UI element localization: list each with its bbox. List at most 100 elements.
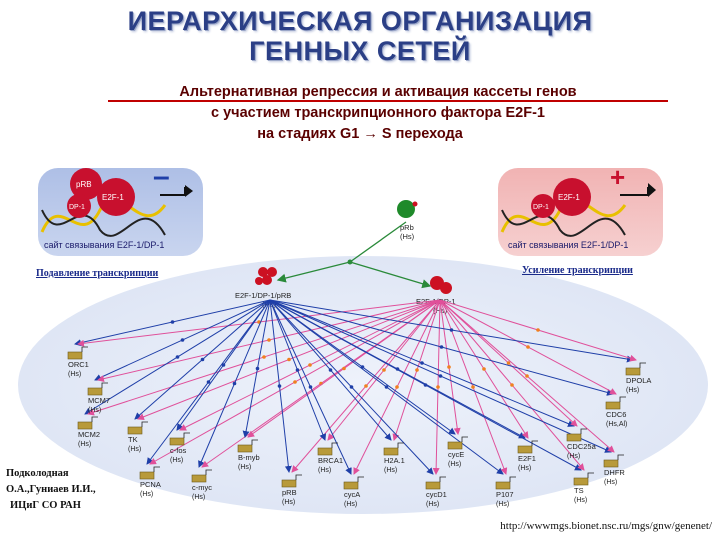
activation-edge-dot xyxy=(510,383,514,387)
gene-species: (Hs) xyxy=(448,461,461,468)
gene-species: (Hs) xyxy=(140,491,153,498)
activation-edge-dot xyxy=(308,363,312,367)
activation-edge-dot xyxy=(436,385,440,389)
repression-edge-dot xyxy=(420,361,424,365)
gene-species: (Hs) xyxy=(626,387,639,394)
repression-edge-dot xyxy=(309,385,313,389)
activation-edge-dot xyxy=(267,338,271,342)
gene-name: cycD1 xyxy=(426,490,447,499)
activation-complex-node xyxy=(430,276,452,294)
gene-species: (Hs) xyxy=(282,499,295,506)
repression-state-label: Подавление транскрипции xyxy=(36,268,158,279)
repression-edge-dot xyxy=(278,384,282,388)
gene-species: (Hs) xyxy=(426,501,439,508)
gene-name: DPOLA xyxy=(626,376,651,385)
prb-node-species: (Hs) xyxy=(400,232,415,241)
label-dp1: DP-1 xyxy=(69,204,85,211)
gene-name: c-fos xyxy=(170,446,187,455)
gene-species: (Hs) xyxy=(604,479,617,486)
gene-name: E2F1 xyxy=(518,454,536,463)
gene-name: MCM2 xyxy=(78,430,100,439)
gene-node-pcna: PCNA(Hs) xyxy=(140,467,161,498)
prb-green-node xyxy=(397,200,415,218)
activation-edge-dot xyxy=(395,385,399,389)
activation-edge-dot xyxy=(507,361,511,365)
gene-species: (Hs) xyxy=(567,453,580,460)
repression-edge-dot xyxy=(439,374,443,378)
gene-node-cyca: cycA(Hs) xyxy=(344,477,364,508)
gene-name: cycE xyxy=(448,450,464,459)
gene-node-cycd1: cycD1 (Hs) xyxy=(426,477,447,508)
repression-edge-dot xyxy=(201,358,205,362)
plus-sign: + xyxy=(610,162,625,192)
activation-edge-dot xyxy=(526,345,530,349)
activation-edge-dot xyxy=(536,328,540,332)
author-line2: О.А.,Гуниаев И.И., xyxy=(6,484,96,495)
gene-node-e2f1: E2F1 (Hs) xyxy=(518,441,538,472)
gene-name: BRCA1 xyxy=(318,456,343,465)
repression-complex-label: E2F-1/DP-1/pRB xyxy=(235,291,291,300)
gene-node-ts: TS(Hs) xyxy=(574,473,594,504)
gene-name: MCM7 xyxy=(88,396,110,405)
gene-name: P107 xyxy=(496,490,514,499)
repression-edge-dot xyxy=(440,345,444,349)
activation-state-label: Усиление транскрипции xyxy=(522,265,633,276)
activation-edge-dot xyxy=(382,368,386,372)
repression-edge-dot xyxy=(296,368,300,372)
repression-complex-node xyxy=(255,267,277,285)
gene-node-dpola: DPOLA (Hs) xyxy=(626,363,651,394)
gene-name: DHFR xyxy=(604,468,625,477)
repression-edge-dot xyxy=(385,385,389,389)
gene-name: c-myc xyxy=(192,483,212,492)
gene-species: (Hs) xyxy=(518,465,531,472)
label-prb: pRB xyxy=(76,180,92,189)
gene-species: (Hs) xyxy=(68,371,81,378)
label-dp1-right: DP-1 xyxy=(533,204,549,211)
label-e2f1: E2F-1 xyxy=(102,193,124,202)
activation-edge-dot xyxy=(262,355,266,359)
gene-species: (Hs) xyxy=(238,464,251,471)
activation-edge-dot xyxy=(525,374,529,378)
gene-node-mcm2: MCM2(Hs) xyxy=(78,417,100,448)
gene-species: (Hs) xyxy=(192,494,205,501)
repression-edge-dot xyxy=(350,385,354,389)
author-line3: ИЦиГ СО РАН xyxy=(10,500,81,511)
gene-name: CDC6 xyxy=(606,410,626,419)
gene-name: ORC1 xyxy=(68,360,89,369)
minus-sign: – xyxy=(153,160,170,193)
activation-edge-dot xyxy=(415,368,419,372)
gene-species: (Hs) xyxy=(170,457,183,464)
gene-species: (Hs,Al) xyxy=(606,421,627,428)
gene-name: H2A.1 xyxy=(384,456,405,465)
gene-node-b-myb: B-myb(Hs) xyxy=(238,440,260,471)
source-url[interactable]: http://wwwmgs.bionet.nsc.ru/mgs/gnw/gene… xyxy=(500,520,712,532)
gene-name: CDC25a xyxy=(567,442,597,451)
repression-edge-dot xyxy=(329,368,333,372)
repression-edge-dot xyxy=(176,355,180,359)
gene-node-dhfr: DHFR (Hs) xyxy=(604,455,625,486)
gene-species: (Hs) xyxy=(318,467,331,474)
gene-node-orc1: ORC1 (Hs) xyxy=(68,347,89,378)
repression-edge-dot xyxy=(256,367,260,371)
gene-species: (Hs) xyxy=(384,467,397,474)
activation-edge-dot xyxy=(471,385,475,389)
gene-name: cycA xyxy=(344,490,360,499)
author-line1: Подколодная xyxy=(6,468,69,479)
label-e2f1-right: E2F-1 xyxy=(558,193,580,202)
gene-node-p107: P107 (Hs) xyxy=(496,477,516,508)
repression-edge-dot xyxy=(424,383,428,387)
gene-species: (Hs) xyxy=(128,446,141,453)
activation-edge-dot xyxy=(482,367,486,371)
gene-node-prb: pRB(Hs) xyxy=(282,475,302,506)
gene-name: TK xyxy=(128,435,138,444)
activation-edge-dot xyxy=(447,365,451,369)
activation-site-label: сайт связывания E2F-1/DP-1 xyxy=(508,240,628,250)
repression-edge-dot xyxy=(171,320,175,324)
gene-species: (Hs) xyxy=(496,501,509,508)
repression-edge-dot xyxy=(222,363,226,367)
gene-node-cdc6: CDC6 (Hs,Al) xyxy=(606,397,627,428)
repression-edge-dot xyxy=(450,328,454,332)
gene-node-c-fos: c-fos (Hs) xyxy=(170,433,190,464)
gene-name: TS xyxy=(574,486,584,495)
activation-edge-dot xyxy=(293,380,297,384)
